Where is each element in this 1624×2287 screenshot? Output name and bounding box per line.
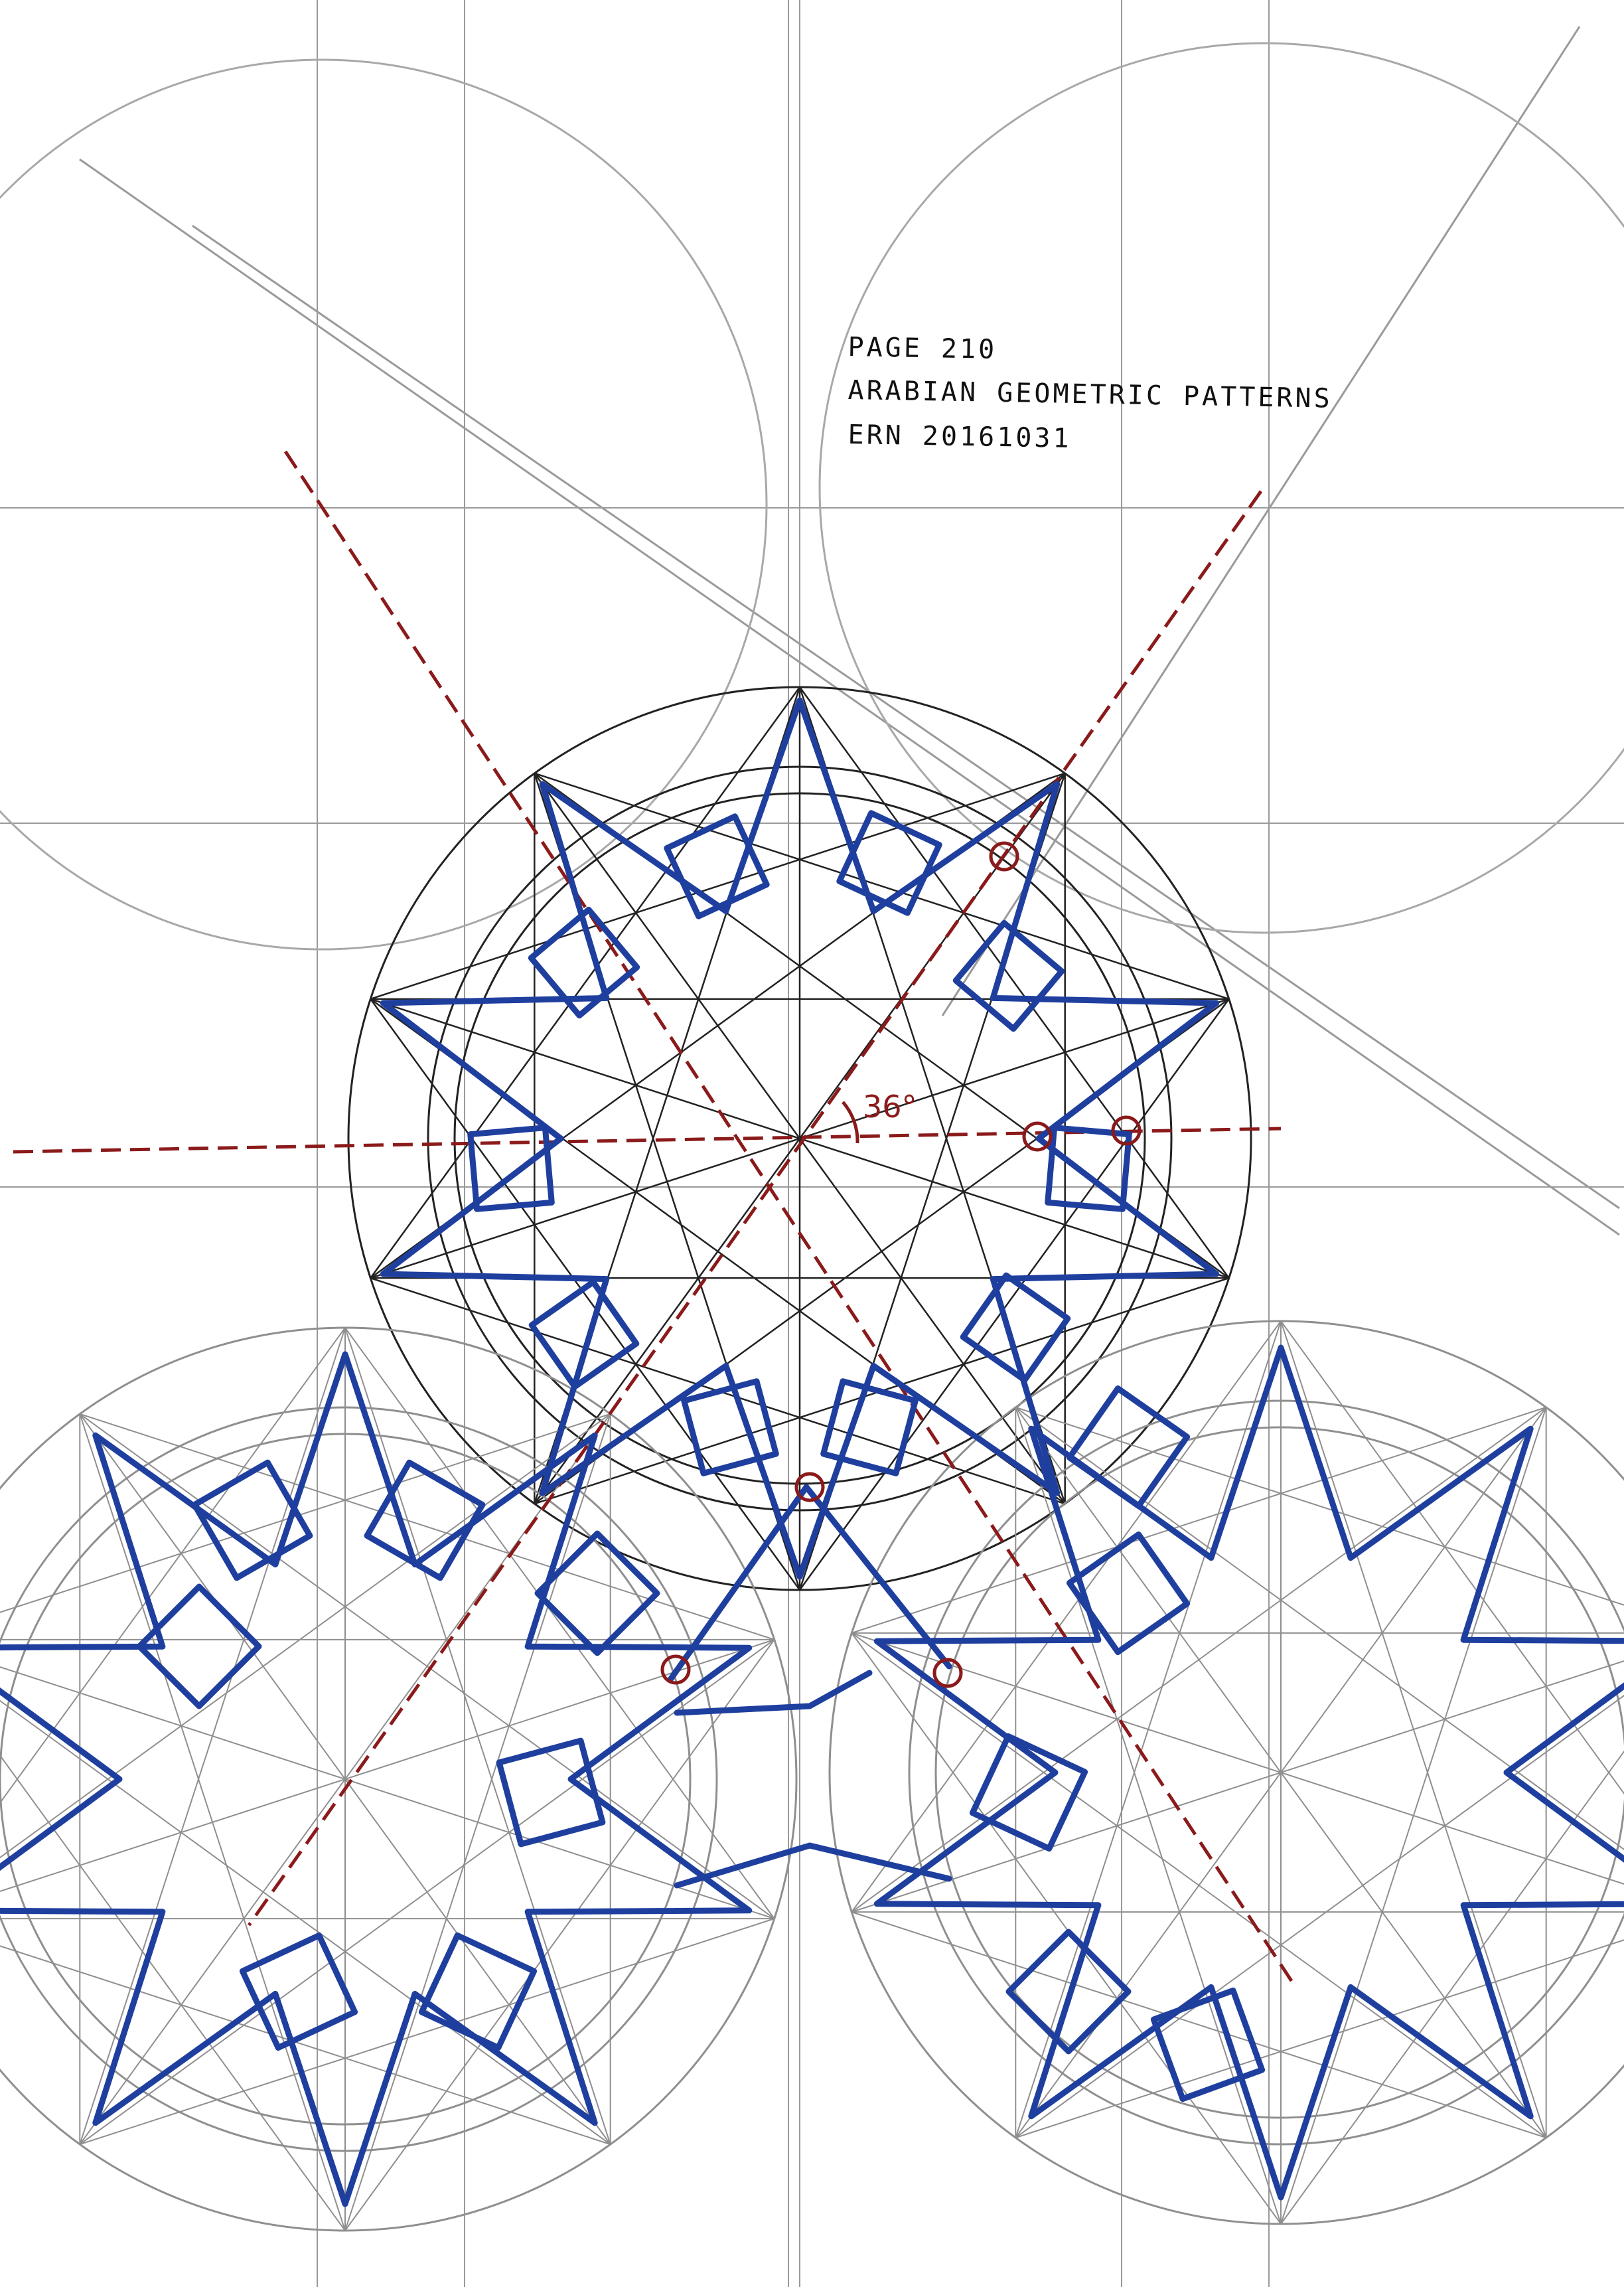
square-tile xyxy=(496,1737,606,1848)
marker-circle xyxy=(932,1658,963,1688)
star-chord xyxy=(370,686,801,1279)
square-tile xyxy=(1150,1987,1266,2102)
star-chord xyxy=(0,1754,346,2231)
star-chord xyxy=(1280,1750,1624,2225)
grid-line xyxy=(79,158,1620,1236)
star-outline xyxy=(0,1351,753,2207)
square-tile xyxy=(534,1530,660,1656)
angle-label: 36° xyxy=(863,1089,917,1125)
blue-star-pattern xyxy=(0,697,1624,2207)
star-outline xyxy=(380,697,1220,1580)
rosette-construction xyxy=(828,1320,1624,2225)
marker-circle xyxy=(1022,1121,1053,1152)
star-chord xyxy=(851,1632,1547,2138)
annotation-page: PAGE 210 xyxy=(848,332,997,365)
square-tile xyxy=(136,1583,262,1709)
star-chord xyxy=(1280,1320,1624,1795)
rosette-constructions xyxy=(0,686,1624,2232)
annotation-signature: ERN 20161031 xyxy=(848,420,1072,454)
square-tile xyxy=(969,1733,1088,1852)
star-chord xyxy=(370,998,801,1591)
red-circle-markers xyxy=(660,841,1142,1688)
diagonal-guide xyxy=(247,490,1263,1927)
square-tile xyxy=(528,1279,640,1390)
square-tile xyxy=(191,1459,313,1581)
radial-line xyxy=(534,773,1066,1504)
pencil-circle xyxy=(818,42,1624,934)
marker-circle xyxy=(989,841,1019,872)
star-chord xyxy=(0,1327,346,1804)
square-tile xyxy=(528,906,640,1019)
diagonal-guide xyxy=(283,450,1296,1986)
star-chord xyxy=(798,686,1230,1279)
square-tile xyxy=(364,1459,486,1581)
red-dashed-guides xyxy=(13,450,1296,1986)
horizontal-guide xyxy=(13,1127,1282,1154)
square-tile xyxy=(239,1932,358,2051)
star-chord xyxy=(851,1911,1547,2139)
square-tile xyxy=(418,1932,538,2051)
star-chord xyxy=(0,1413,611,1613)
connector-line xyxy=(667,1484,952,1683)
star-chord xyxy=(851,1407,1547,1913)
star-chord xyxy=(851,1632,1282,2225)
rosette-construction xyxy=(0,1326,798,2232)
square-tile xyxy=(836,810,942,916)
square-tile xyxy=(960,1272,1071,1383)
pencil-circle xyxy=(0,58,768,951)
star-chord xyxy=(534,772,1230,1000)
star-chord xyxy=(798,998,1230,1591)
grid-line xyxy=(941,26,1581,1016)
marker-circle xyxy=(794,1472,825,1502)
connector-line xyxy=(674,1670,873,1716)
radial-line xyxy=(1015,1407,1547,2138)
square-tile xyxy=(664,813,770,919)
star-outline xyxy=(873,1344,1624,2201)
star-chord xyxy=(1015,1406,1624,1606)
square-tile xyxy=(952,919,1065,1032)
marker-circle xyxy=(660,1654,691,1685)
radial-line xyxy=(79,1413,611,2145)
square-tile xyxy=(820,1378,919,1476)
square-tile xyxy=(1066,1531,1191,1656)
star-chord xyxy=(851,1406,1547,1634)
square-tile xyxy=(1045,1125,1132,1212)
star-chord xyxy=(370,772,1066,1000)
square-tile xyxy=(681,1378,779,1476)
star-chord xyxy=(79,1413,346,2231)
square-tile xyxy=(1066,1385,1191,1510)
construction-circle xyxy=(908,1399,1624,2146)
star-chord xyxy=(79,1413,775,1640)
star-chord xyxy=(0,1945,611,2146)
pencil-construction-circles xyxy=(0,42,1624,951)
star-chord xyxy=(0,1413,611,1859)
star-chord xyxy=(0,1699,611,2145)
star-chord xyxy=(1015,1407,1282,2225)
square-tile xyxy=(467,1125,555,1212)
connector-line xyxy=(674,1842,952,1889)
grid-line xyxy=(192,224,1620,1210)
star-chord xyxy=(344,1327,775,1919)
angle-arc xyxy=(842,1101,859,1144)
star-chord xyxy=(79,1413,775,1919)
star-chord xyxy=(1015,1407,1624,1851)
star-chord xyxy=(1015,1320,1282,2138)
star-chord xyxy=(851,1320,1282,1913)
star-chord xyxy=(79,1918,775,2146)
square-tile xyxy=(1005,1929,1132,2055)
star-chord xyxy=(344,1639,775,2231)
marker-circle xyxy=(1111,1115,1142,1146)
star-chord xyxy=(1015,1939,1624,2139)
star-chord xyxy=(79,1327,346,2145)
